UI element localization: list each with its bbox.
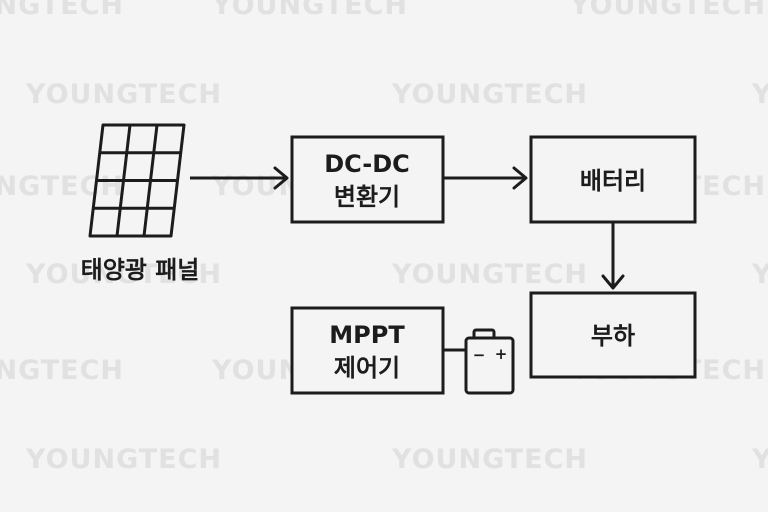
load-box: 부하 xyxy=(529,291,697,379)
solar-panel-icon xyxy=(88,123,186,238)
mppt-controller-box: MPPT 제어기 xyxy=(290,306,445,395)
solar-panel-label: 태양광 패널 xyxy=(81,256,200,284)
arrow-panel-to-dcdc xyxy=(190,166,289,190)
watermark-text: YOUNGTECH xyxy=(751,259,768,290)
mppt-label-line2: 제어기 xyxy=(334,354,400,382)
mppt-label-line1: MPPT xyxy=(329,321,405,349)
battery-minus-sign: − xyxy=(473,346,486,364)
battery-icon: − + xyxy=(464,328,515,395)
watermark-text: YOUNGTECH xyxy=(751,444,768,475)
dcdc-label-line1: DC-DC xyxy=(324,150,410,178)
watermark-text: YOUNGTECH xyxy=(391,259,588,290)
battery-box: 배터리 xyxy=(529,135,697,224)
watermark-text: YOUNGTECH xyxy=(0,355,124,386)
watermark-text: YOUNGTECH xyxy=(391,79,588,110)
watermark-text: YOUNGTECH xyxy=(751,79,768,110)
dcdc-converter-box: DC-DC 변환기 xyxy=(290,135,445,224)
watermark-text: YOUNGTECH xyxy=(569,0,766,21)
load-label: 부하 xyxy=(591,322,635,350)
arrow-dcdc-to-battery xyxy=(443,166,528,190)
watermark-text: YOUNGTECH xyxy=(25,259,222,290)
dcdc-label-line2: 변환기 xyxy=(334,183,400,211)
watermark-text: YOUNGTECH xyxy=(0,0,124,21)
watermark-text: YOUNGTECH xyxy=(25,79,222,110)
arrow-battery-to-load xyxy=(601,222,625,290)
watermark-text: YOUNGTECH xyxy=(391,444,588,475)
battery-plus-sign: + xyxy=(495,345,508,363)
watermark-text: YOUNGTECH xyxy=(0,171,124,202)
watermark-text: YOUNGTECH xyxy=(25,444,222,475)
battery-label: 배터리 xyxy=(580,167,646,195)
watermark-text: YOUNGTECH xyxy=(211,0,408,21)
